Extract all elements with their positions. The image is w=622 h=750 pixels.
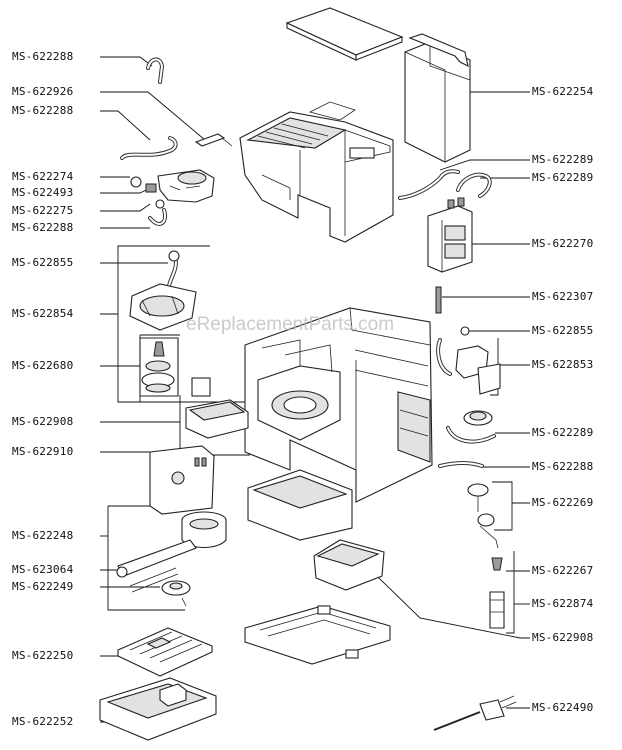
part-label: MS-622249 xyxy=(12,580,74,593)
control-panel xyxy=(149,445,215,515)
part-label: MS-622288 xyxy=(532,460,594,473)
power-cord xyxy=(433,695,517,731)
part-label: MS-622275 xyxy=(12,204,74,217)
base-plate xyxy=(244,605,391,665)
thermo-probe xyxy=(194,133,233,147)
part-label: MS-622908 xyxy=(532,631,594,644)
part-label: MS-622274 xyxy=(12,170,74,183)
tank-lid xyxy=(285,7,404,61)
part-label: MS-622910 xyxy=(12,445,74,458)
portafilter-set xyxy=(116,511,227,607)
part-label: MS-622853 xyxy=(532,358,594,371)
part-label: MS-622267 xyxy=(532,564,594,577)
drip-drawer-left xyxy=(185,377,249,439)
drip-drawer-center xyxy=(313,539,385,591)
part-label: MS-622854 xyxy=(12,307,74,320)
part-label: MS-622855 xyxy=(532,324,594,337)
drip-tray-grid xyxy=(117,627,213,677)
watermark-text: eReplacementParts.com xyxy=(186,314,395,335)
part-label: MS-622855 xyxy=(12,256,74,269)
part-label: MS-622874 xyxy=(532,597,594,610)
part-label: MS-622288 xyxy=(12,104,74,117)
part-label: MS-622254 xyxy=(532,85,594,98)
part-label: MS-622490 xyxy=(532,701,594,714)
steam-parts xyxy=(438,461,505,629)
part-label: MS-622270 xyxy=(532,237,594,250)
part-label: MS-622493 xyxy=(12,186,74,199)
part-label: MS-622252 xyxy=(12,715,74,728)
part-label: MS-622250 xyxy=(12,649,74,662)
part-label: MS-622926 xyxy=(12,85,74,98)
part-label: MS-623064 xyxy=(12,563,74,576)
main-body xyxy=(244,307,433,541)
part-label: MS-622289 xyxy=(532,426,594,439)
drip-tray-base xyxy=(99,677,217,741)
part-label: MS-622307 xyxy=(532,290,594,303)
tank-valve xyxy=(427,197,473,273)
water-tank xyxy=(404,33,471,163)
part-label: MS-622248 xyxy=(12,529,74,542)
pump-cluster xyxy=(130,169,215,209)
brew-group-parts xyxy=(129,250,197,397)
part-label: MS-622680 xyxy=(12,359,74,372)
part-label: MS-622288 xyxy=(12,50,74,63)
upper-housing xyxy=(239,101,394,243)
hoses-top-left xyxy=(120,57,178,226)
part-label: MS-622908 xyxy=(12,415,74,428)
part-label: MS-622289 xyxy=(532,153,594,166)
right-valve-group xyxy=(435,286,501,444)
part-label: MS-622288 xyxy=(12,221,74,234)
part-label: MS-622269 xyxy=(532,496,594,509)
part-label: MS-622289 xyxy=(532,171,594,184)
hoses-right xyxy=(398,169,492,200)
leader-lines xyxy=(100,56,530,723)
